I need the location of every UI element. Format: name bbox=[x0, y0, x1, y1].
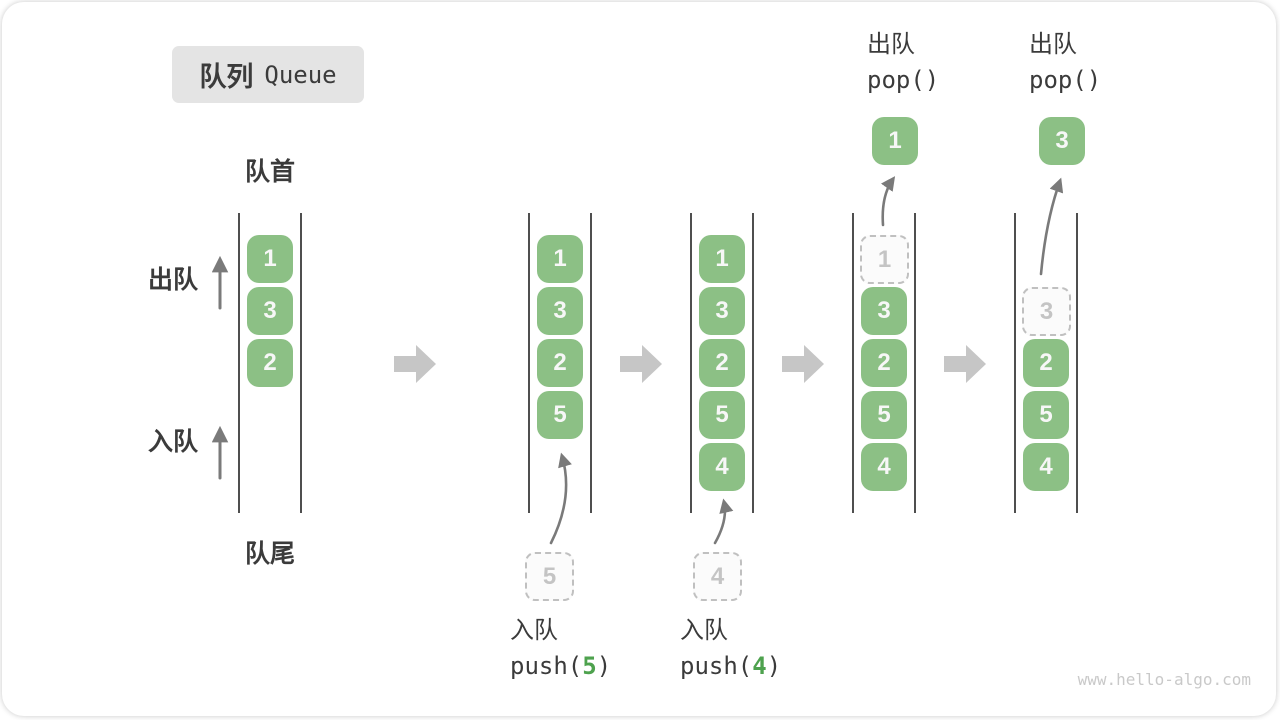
operation-fn: push( bbox=[680, 652, 753, 680]
label-enqueue: 入队 bbox=[147, 428, 198, 456]
queue-block: 4 bbox=[699, 443, 745, 491]
queue-block: 3 bbox=[247, 287, 293, 335]
operation-close-paren: ) bbox=[766, 652, 782, 680]
queue-block: 3 bbox=[699, 287, 745, 335]
operation-label-group: 出队 pop() bbox=[1029, 28, 1101, 98]
queue-block: 5 bbox=[1023, 391, 1069, 439]
queue-block: 1 bbox=[247, 235, 293, 283]
queue-block: 5 bbox=[537, 391, 583, 439]
title-en: Queue bbox=[264, 60, 337, 89]
operation-code: push(4) bbox=[680, 648, 781, 684]
label-dequeue: 出队 bbox=[147, 266, 198, 294]
label-queue-front: 队首 bbox=[244, 158, 296, 186]
queue-block: 2 bbox=[247, 339, 293, 387]
operation-arg: 5 bbox=[582, 652, 597, 680]
channel-wall-left bbox=[1014, 213, 1016, 513]
channel-wall-right bbox=[752, 213, 754, 513]
label-queue-rear: 队尾 bbox=[244, 540, 296, 568]
channel-wall-left bbox=[852, 213, 854, 513]
operation-code: push(5) bbox=[510, 648, 611, 684]
queue-block: 3 bbox=[537, 287, 583, 335]
operation-arg: 4 bbox=[752, 652, 767, 680]
incoming-element-box: 5 bbox=[525, 552, 574, 601]
queue-block: 1 bbox=[537, 235, 583, 283]
operation-code: pop() bbox=[867, 66, 940, 94]
queue-block: 4 bbox=[861, 443, 907, 491]
operation-name: 入队 bbox=[680, 617, 728, 644]
title-zh: 队列 bbox=[199, 62, 254, 92]
dequeued-slot: 3 bbox=[1022, 287, 1071, 336]
queue-block: 2 bbox=[1023, 339, 1069, 387]
popped-element-box: 1 bbox=[872, 117, 918, 165]
queue-block: 5 bbox=[861, 391, 907, 439]
channel-wall-left bbox=[528, 213, 530, 513]
operation-code: pop() bbox=[1029, 66, 1102, 94]
operation-label-group: 入队 push(5) bbox=[510, 614, 611, 684]
queue-block: 2 bbox=[861, 339, 907, 387]
queue-block: 3 bbox=[861, 287, 907, 335]
channel-wall-left bbox=[238, 213, 240, 513]
channel-wall-right bbox=[1076, 213, 1078, 513]
queue-block: 4 bbox=[1023, 443, 1069, 491]
operation-fn: push( bbox=[510, 652, 583, 680]
operation-label-group: 入队 push(4) bbox=[680, 614, 781, 684]
title-box: 队列 Queue bbox=[172, 46, 364, 103]
channel-wall-right bbox=[914, 213, 916, 513]
operation-name: 入队 bbox=[510, 617, 558, 644]
queue-block: 1 bbox=[699, 235, 745, 283]
incoming-element-box: 4 bbox=[693, 552, 742, 601]
channel-wall-left bbox=[690, 213, 692, 513]
channel-wall-right bbox=[590, 213, 592, 513]
operation-name: 出队 bbox=[1029, 31, 1077, 58]
popped-element-box: 3 bbox=[1039, 117, 1085, 165]
channel-wall-right bbox=[300, 213, 302, 513]
dequeued-slot: 1 bbox=[860, 235, 909, 284]
queue-block: 5 bbox=[699, 391, 745, 439]
queue-block: 2 bbox=[699, 339, 745, 387]
watermark: www.hello-algo.com bbox=[1077, 670, 1251, 689]
operation-label-group: 出队 pop() bbox=[867, 28, 939, 98]
queue-block: 2 bbox=[537, 339, 583, 387]
operation-close-paren: ) bbox=[596, 652, 612, 680]
operation-name: 出队 bbox=[867, 31, 915, 58]
